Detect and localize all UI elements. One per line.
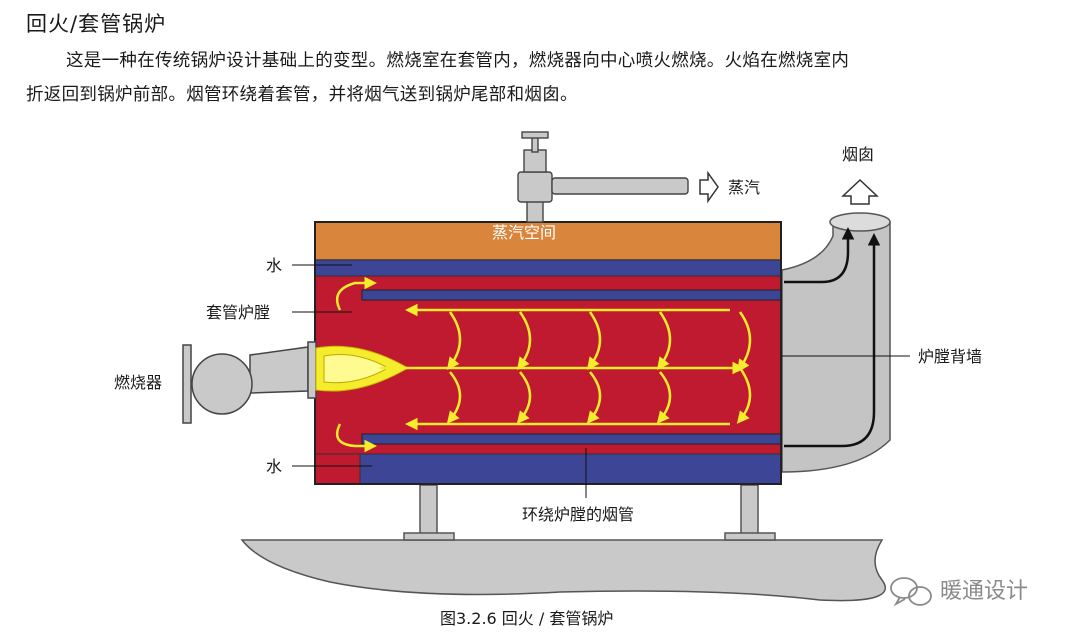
flue-tube-top (361, 289, 782, 301)
label-steam-space: 蒸汽空间 (492, 223, 556, 242)
figure-caption: 图3.2.6 回火 / 套管锅炉 (440, 609, 613, 628)
steam-valve (517, 131, 689, 223)
paragraph-line-1: 这是一种在传统锅炉设计基础上的变型。燃烧室在套管内，燃烧器向中心喷火燃烧。火焰在… (66, 51, 850, 71)
paragraph-line-2: 折返回到锅炉前部。烟管环绕着套管，并将烟气送到锅炉尾部和烟囱。 (26, 85, 578, 105)
foundation-ground (240, 539, 887, 602)
flue-tube-bottom (361, 433, 782, 445)
watermark-text: 暖通设计 (940, 579, 1028, 604)
flue-flow-line-1 (784, 227, 855, 284)
label-steam-outlet: 蒸汽 (728, 178, 760, 197)
water-band-bottom (359, 453, 782, 485)
steam-outlet-arrow (699, 170, 719, 204)
flue-flow-line-2 (784, 233, 881, 448)
chimney-up-arrow (841, 178, 879, 205)
label-furnace-back-wall: 炉膛背墙 (918, 347, 982, 366)
leader-lines (292, 264, 910, 498)
label-jacket-furnace: 套管炉膛 (206, 303, 270, 322)
furnace-front-lower (314, 453, 361, 485)
flame-return-arrows (335, 276, 752, 453)
water-band-top (314, 259, 782, 277)
label-water-top: 水 (266, 256, 282, 275)
page-title: 回火/套管锅炉 (26, 12, 167, 36)
wechat-icon (890, 577, 932, 607)
burner-assembly (182, 341, 317, 424)
label-burner: 燃烧器 (114, 373, 162, 392)
label-water-bottom: 水 (266, 457, 282, 476)
label-flue-tubes: 环绕炉膛的烟管 (522, 505, 634, 524)
watermark: 暖通设计 (890, 577, 1028, 607)
description-paragraph: 这是一种在传统锅炉设计基础上的变型。燃烧室在套管内，燃烧器向中心喷火燃烧。火焰在… (26, 44, 1066, 112)
label-chimney: 烟囱 (842, 145, 874, 164)
chimney-top-opening (829, 212, 891, 232)
